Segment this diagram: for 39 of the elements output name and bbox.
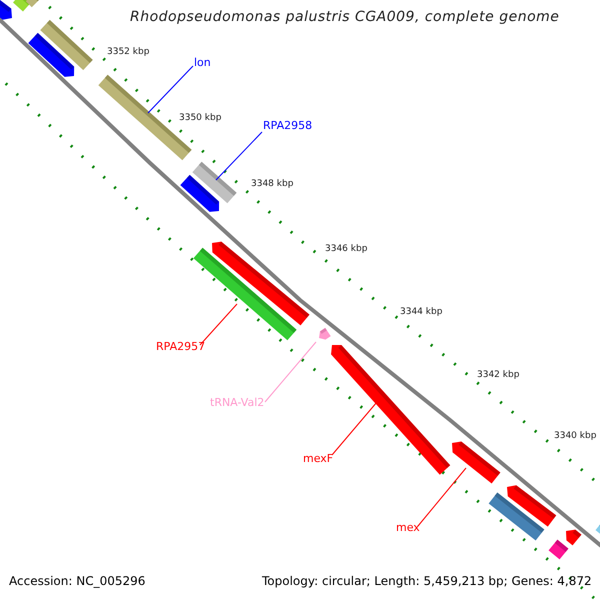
gene-label: mexF	[303, 453, 334, 466]
tick-label: 3344 kbp	[400, 308, 442, 318]
gene-feature	[12, 0, 32, 12]
gene-feature	[40, 20, 93, 70]
gene-label: RPA2957	[156, 341, 206, 354]
tick-label: 3350 kbp	[179, 114, 222, 124]
gene-feature	[566, 530, 582, 546]
gene-label: tRNA-Val2	[210, 397, 264, 410]
leader-line	[200, 304, 238, 346]
gene-label: lon	[194, 57, 211, 70]
leader-line	[264, 342, 316, 402]
genome-info-text: Topology: circular; Length: 5,459,213 bp; Genes: 4,872	[262, 575, 592, 588]
gene-feature	[596, 524, 600, 534]
gene-feature	[319, 328, 331, 340]
gene-feature	[26, 0, 40, 8]
gene-feature	[212, 242, 310, 326]
gene-label: mex	[396, 522, 420, 534]
gene-feature	[180, 174, 220, 212]
tick-label: 3340 kbp	[554, 432, 596, 442]
map-title: Rhodopseudomonas palustris CGA009, complete genome	[130, 10, 560, 26]
tick-label: 3342 kbp	[477, 371, 520, 381]
tick-label: 3348 kbp	[251, 180, 294, 190]
gene-feature	[28, 32, 74, 77]
accession-text: Accession: NC_005296	[9, 575, 146, 588]
leader-line	[332, 402, 378, 456]
gene-feature	[331, 344, 450, 475]
gene-feature	[507, 485, 556, 527]
gene-feature	[192, 162, 237, 204]
gene-feature	[548, 540, 568, 560]
leader-line	[216, 132, 262, 180]
leader-line	[418, 468, 466, 526]
leader-line	[148, 66, 194, 114]
tick-label: 3346 kbp	[325, 245, 368, 255]
gene-feature	[193, 248, 297, 340]
gene-feature	[0, 0, 12, 20]
gene-label: RPA2958	[263, 120, 312, 132]
gene-feature	[452, 441, 500, 484]
gene-feature	[488, 492, 544, 540]
tick-label: 3352 kbp	[107, 48, 150, 58]
